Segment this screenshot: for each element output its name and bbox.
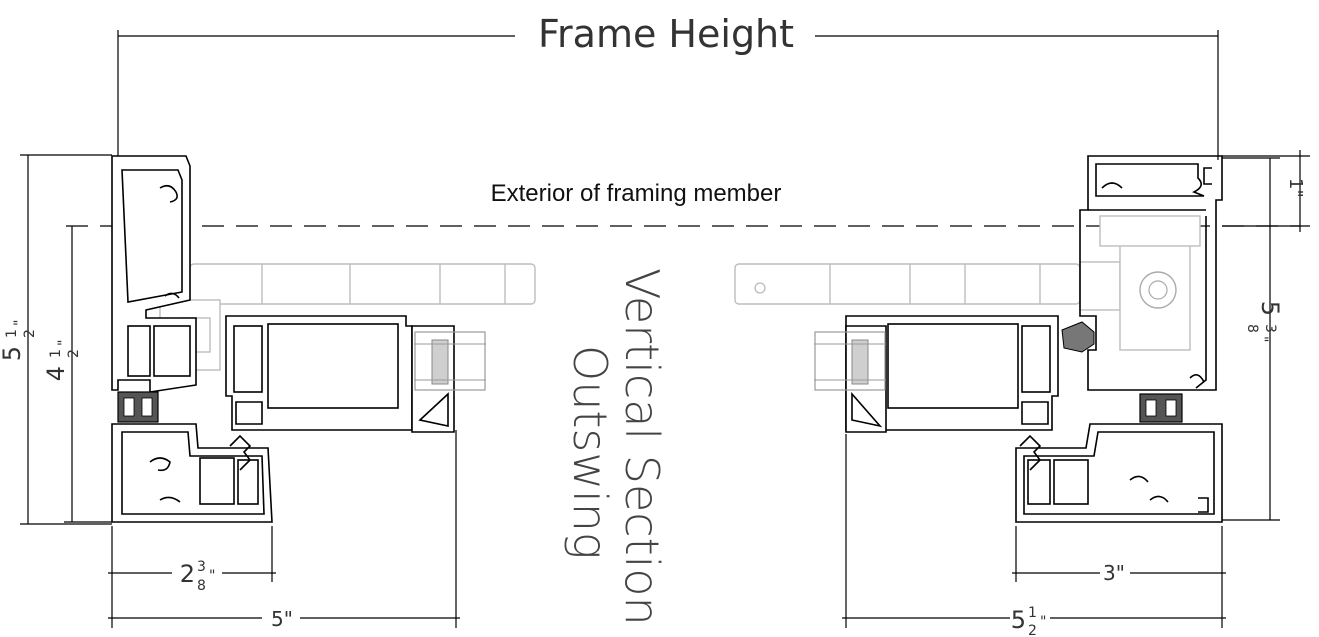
left-sash (225, 315, 413, 431)
svg-text:3: 3 (197, 559, 206, 575)
svg-text:1: 1 (1028, 605, 1037, 621)
exterior-label: Exterior of framing member (491, 180, 782, 207)
right-frame-profile (734, 155, 1223, 523)
left-frame-profile (111, 155, 536, 523)
right-width-total-label: 5 1 2 " (1011, 605, 1047, 637)
svg-text:5: 5 (0, 346, 26, 361)
svg-text:": " (209, 568, 215, 584)
left-inner-height-label: 4 1 2 " (42, 340, 82, 382)
left-width-total-label: 5" (271, 607, 293, 631)
svg-text:": " (1254, 336, 1270, 342)
svg-text:1: 1 (48, 349, 64, 358)
frame-height-dimension: Frame Height (117, 12, 1219, 160)
svg-text:8: 8 (1244, 324, 1260, 333)
left-width-small-label: 2 3 8 " (180, 559, 216, 594)
section-title: Vertical Section Outswing (563, 268, 669, 626)
svg-text:1: 1 (4, 329, 20, 338)
svg-text:2: 2 (1028, 623, 1037, 637)
left-thermal-break (117, 391, 159, 423)
right-glazing (814, 331, 886, 391)
svg-text:5: 5 (1256, 301, 1284, 316)
right-top-offset-label: 1" (1285, 178, 1306, 198)
right-ghost-operator (734, 215, 1201, 351)
svg-text:4: 4 (42, 366, 70, 381)
svg-text:": " (56, 340, 72, 346)
svg-text:2: 2 (66, 349, 82, 358)
svg-text:2: 2 (180, 560, 195, 588)
left-glazing (414, 331, 486, 391)
right-width-small-label: 3" (1103, 561, 1125, 585)
svg-text:2: 2 (22, 329, 38, 338)
svg-text:": " (1040, 614, 1046, 630)
right-main-frame (1079, 155, 1223, 391)
section-title-line2: Outswing (563, 345, 617, 560)
svg-text:5: 5 (1011, 606, 1026, 634)
svg-text:8: 8 (197, 578, 206, 594)
exterior-reference-line: Exterior of framing member (66, 180, 1300, 227)
section-title-line1: Vertical Section (615, 268, 669, 626)
left-dimensions: 5 1 2 " 4 1 2 " 2 3 8 " 5" (0, 154, 460, 631)
right-weatherseal (1061, 321, 1095, 353)
left-overall-height-label: 5 1 2 " (0, 320, 38, 362)
right-thermal-break (1139, 393, 1183, 423)
svg-text:3: 3 (1262, 324, 1278, 333)
frame-height-label: Frame Height (538, 12, 794, 56)
right-overall-height-label: 5 3 8 " (1244, 301, 1284, 343)
svg-text:": " (12, 320, 28, 326)
right-dimensions: 1" 5 3 8 " 3" 5 1 2 " (842, 150, 1310, 637)
